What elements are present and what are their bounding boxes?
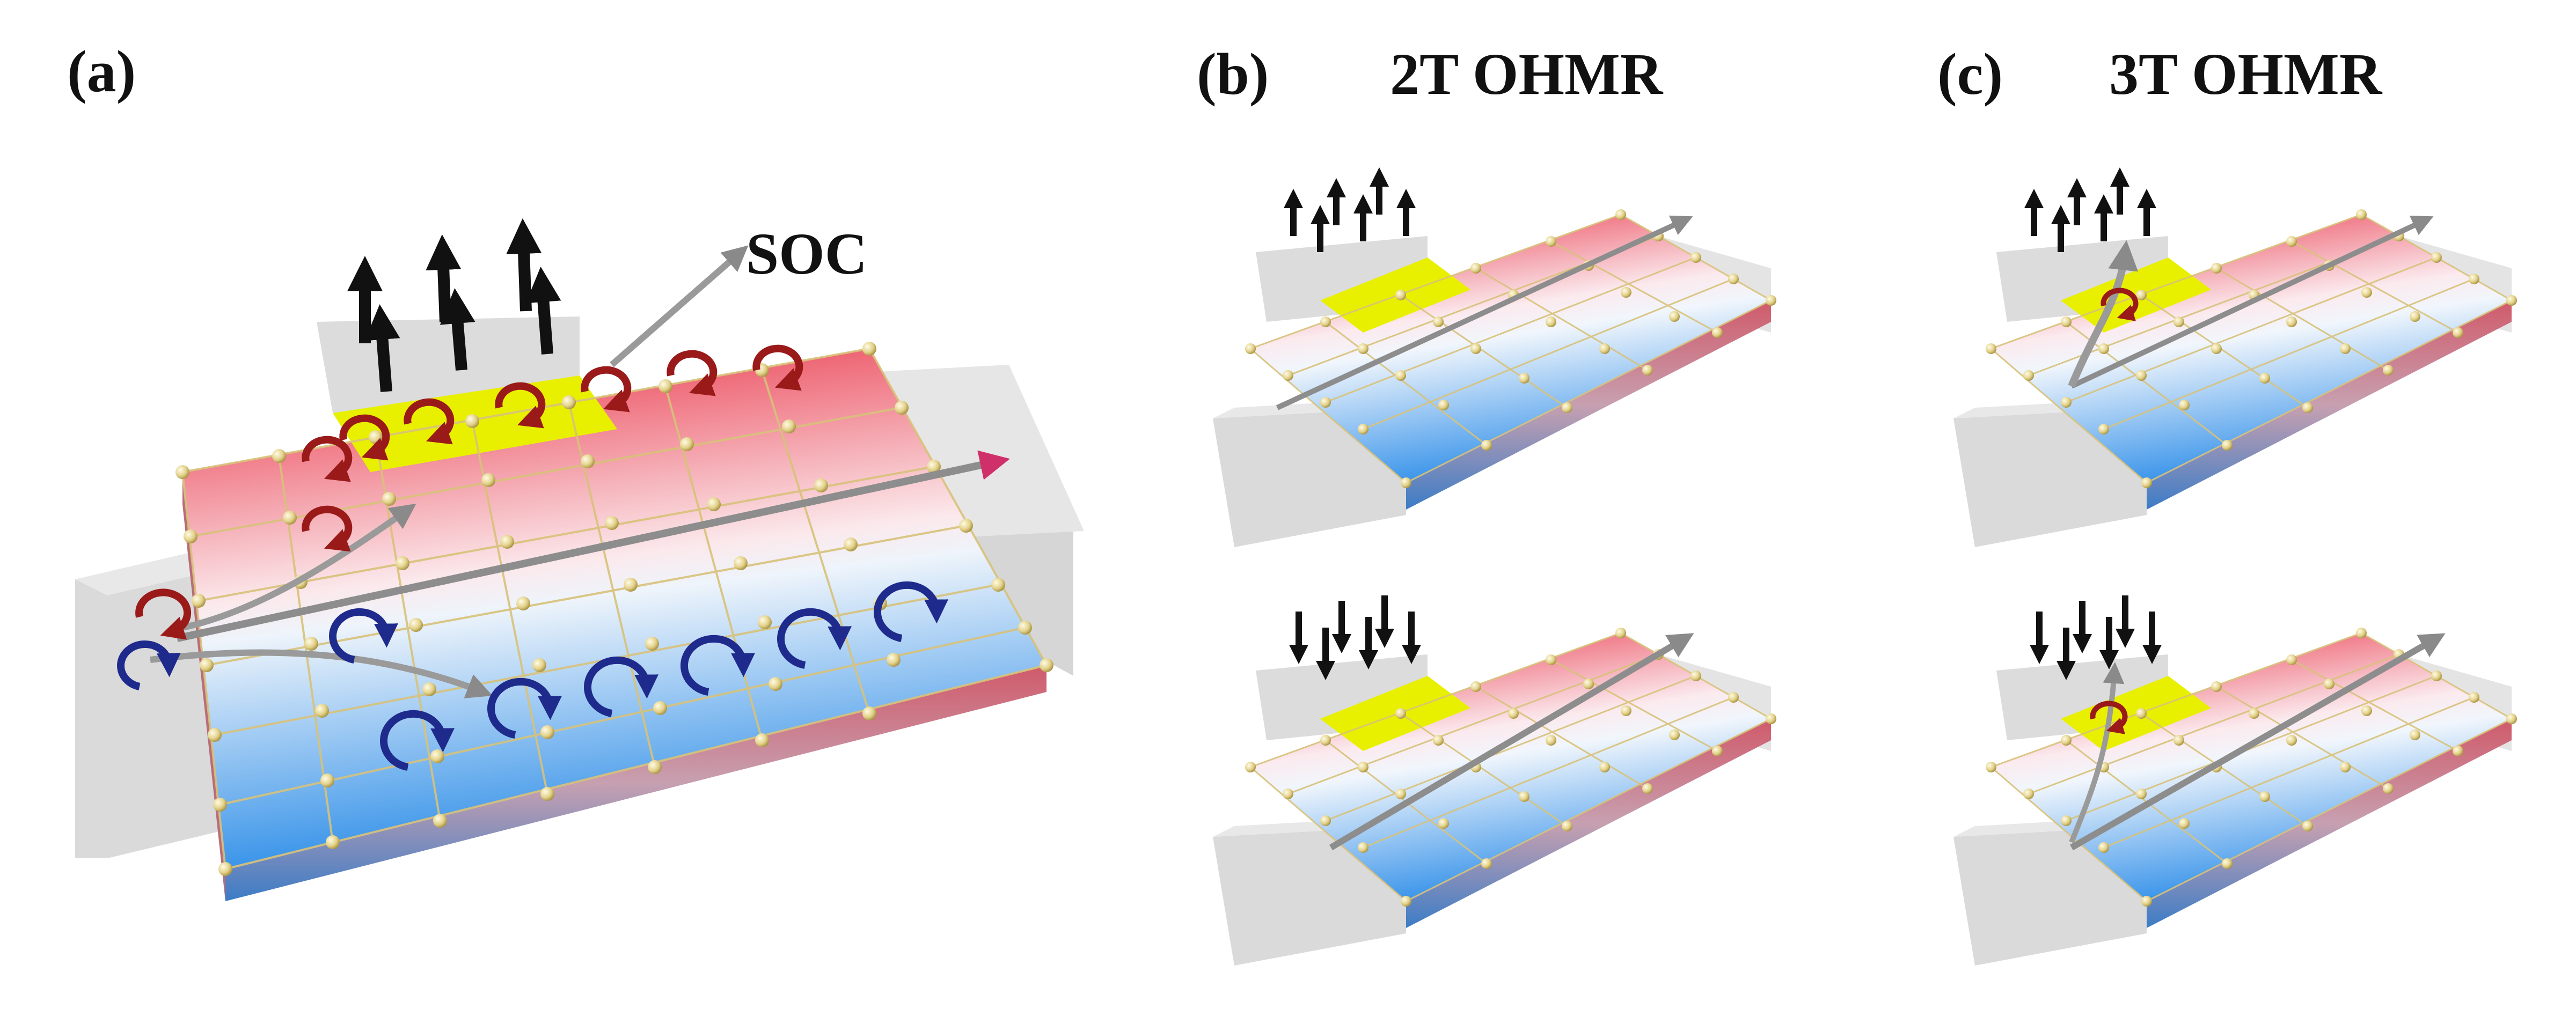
orbital-curl-icon (667, 350, 718, 396)
orbital-curl-icon (302, 505, 353, 552)
deflected-current-up (181, 503, 416, 631)
orbital-curl-icon (777, 608, 852, 669)
panel-c: (c) 3T OHMR (1937, 41, 2517, 966)
magnetization-up-icon (440, 288, 475, 371)
orbital-curl-icon (329, 608, 398, 664)
panel-a: (a) SOC (67, 39, 1084, 901)
panel-b-title: 2T OHMR (1390, 41, 1664, 107)
orbital-curl-icon (404, 398, 455, 445)
orbital-curl-icon (2090, 701, 2128, 734)
magnetization-up-icon (364, 304, 400, 392)
panel-b-label: (b) (1197, 41, 1269, 107)
orbital-hall-slab (182, 349, 1046, 869)
orbital-curl-icon (874, 581, 948, 642)
orbital-curl-icon (680, 635, 755, 696)
orbital-curl-icon (584, 656, 658, 717)
orbital-curl-icon (2101, 288, 2139, 321)
device-3t-magnet-up (1953, 167, 2517, 547)
device-2t-magnet-up (1213, 167, 1776, 547)
soc-label: SOC (746, 221, 867, 286)
device-3t-magnet-down (1953, 595, 2517, 966)
orbital-curl-icon (581, 366, 632, 413)
magnetization-arrows (347, 218, 561, 392)
panel-a-label: (a) (67, 39, 136, 104)
panel-b: (b) 2T OHMR (1197, 41, 1776, 966)
orbital-curl-icon (135, 588, 192, 640)
magnetization-up-icon (506, 218, 542, 312)
orbital-curl-icon (117, 640, 181, 690)
charge-current-arrow (2070, 633, 2446, 851)
charge-current-arrow (2070, 216, 2434, 389)
orbital-curl-icon (302, 436, 353, 482)
charge-current-arrow (1329, 633, 1694, 851)
charge-current-arrow (1276, 215, 1693, 410)
magnetization-up-icon (426, 234, 462, 322)
orbital-curl-icon (487, 677, 562, 739)
slab-side-front (225, 665, 1046, 901)
orbital-curl-icon (495, 382, 546, 429)
orbital-moments-blue (117, 581, 948, 771)
orbital-current-arrow (2069, 662, 2125, 843)
panel-c-label: (c) (1937, 41, 2003, 107)
device-2t-magnet-down (1213, 595, 1776, 966)
soc-arrow (610, 245, 749, 367)
magnetization-up-icon (525, 267, 561, 355)
orbital-moments-red (135, 344, 803, 640)
orbital-curl-icon (752, 344, 803, 391)
lattice-atoms (175, 342, 1053, 876)
orbital-curl-icon (339, 414, 390, 461)
charge-current-arrow (176, 450, 1010, 642)
orbital-current-arrow (2068, 240, 2139, 388)
orbital-curl-icon (380, 710, 455, 771)
panel-c-title: 3T OHMR (2109, 41, 2383, 107)
deflected-current-down (150, 649, 493, 698)
